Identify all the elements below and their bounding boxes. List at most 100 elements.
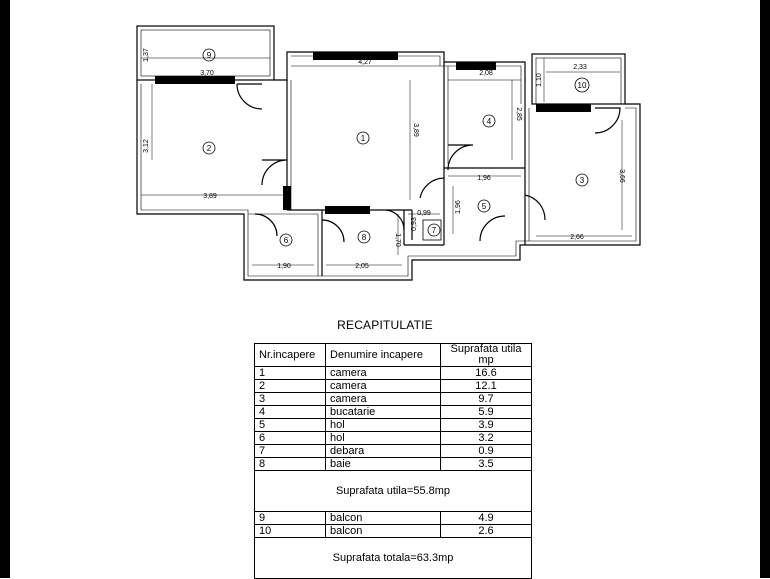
room-number-5: 5 <box>482 202 487 211</box>
row-name: camera <box>325 379 441 393</box>
row-nr: 3 <box>254 392 326 406</box>
room-number-8: 8 <box>362 233 367 242</box>
row-nr: 6 <box>254 431 326 445</box>
door-baie <box>321 219 345 243</box>
room-number-1: 1 <box>361 134 366 143</box>
dim-hol5-depth: 1,96 <box>455 200 462 214</box>
window-baie <box>325 206 370 214</box>
row-nr: 5 <box>254 418 326 432</box>
dim-room3-depth: 3,66 <box>618 169 625 183</box>
row-name: balcon <box>325 511 441 525</box>
row-nr: 2 <box>254 379 326 393</box>
room-number-4: 4 <box>487 117 492 126</box>
row-name: bucatarie <box>325 405 441 419</box>
dim-baie-width: 2,05 <box>355 263 369 270</box>
room-number-7: 7 <box>432 226 437 235</box>
row-area: 9.7 <box>440 392 532 406</box>
room-number-10: 10 <box>578 81 587 90</box>
recap-table: Nr.incapere Denumire incapere Suprafata … <box>254 343 532 579</box>
row-name: balcon <box>325 524 441 538</box>
row-name: hol <box>325 418 441 432</box>
dim-debara-width: 0,99 <box>417 210 431 217</box>
recap-title: RECAPITULATIE <box>337 318 433 332</box>
dim-room2-depth: 3,12 <box>143 139 150 153</box>
row-area: 3.5 <box>440 457 532 471</box>
row-area: 3.9 <box>440 418 532 432</box>
row-nr: 10 <box>254 524 326 538</box>
room-number-2: 2 <box>207 144 212 153</box>
door-room3 <box>524 194 546 221</box>
dim-balcony9-depth: 1,37 <box>143 48 150 62</box>
dim-room2-width: 3,89 <box>203 193 217 200</box>
dim-room3-width: 2,66 <box>570 234 584 241</box>
door-frame <box>283 186 291 210</box>
subtotal-cell: Suprafata utila=55.8mp <box>254 470 532 512</box>
row-area: 3.2 <box>440 431 532 445</box>
floor-plan: 1 2 3 4 5 6 7 8 9 10 4,27 3,89 3,12 3,89… <box>136 25 641 281</box>
row-nr: 1 <box>254 366 326 380</box>
row-name: camera <box>325 392 441 406</box>
dim-room1-width: 4,27 <box>358 59 372 66</box>
dim-hol6-width: 1,90 <box>277 263 291 270</box>
row-name: baie <box>325 457 441 471</box>
door-room1 <box>261 159 288 186</box>
window-room1 <box>313 52 398 60</box>
row-area: 5.9 <box>440 405 532 419</box>
header-nr: Nr.incapere <box>254 343 326 367</box>
row-area: 12.1 <box>440 379 532 393</box>
dim-room1-depth: 3,89 <box>412 123 419 137</box>
dim-balcony10-width: 2,33 <box>573 64 587 71</box>
row-area: 16.6 <box>440 366 532 380</box>
window-room4 <box>456 62 496 70</box>
row-name: hol <box>325 431 441 445</box>
dim-balcony10-depth: 1,10 <box>536 73 543 87</box>
total-cell: Suprafata totala=63.3mp <box>254 537 532 579</box>
room-number-6: 6 <box>284 236 289 245</box>
row-area: 2.6 <box>440 524 532 538</box>
top-wall <box>274 51 526 104</box>
table-header-row: Nr.incapere Denumire incapere Suprafata … <box>254 343 532 367</box>
window-room2 <box>155 76 235 84</box>
dim-room4-depth: 2,85 <box>515 107 522 121</box>
door-hol6 <box>254 213 278 237</box>
room-number-9: 9 <box>207 51 212 60</box>
row-area: 4.9 <box>440 511 532 525</box>
dim-balcony9-width: 3,70 <box>200 70 214 77</box>
row-name: camera <box>325 366 441 380</box>
row-nr: 8 <box>254 457 326 471</box>
door-balcony10 <box>594 107 621 134</box>
header-name: Denumire incapere <box>325 343 441 367</box>
row-name: debara <box>325 444 441 458</box>
door-debara <box>385 209 405 231</box>
door-room4 <box>447 144 474 171</box>
subtotal-row: Suprafata utila=55.8mp <box>254 470 532 512</box>
row-area: 0.9 <box>440 444 532 458</box>
outer-wall <box>136 80 641 281</box>
room-number-3: 3 <box>580 176 585 185</box>
row-nr: 4 <box>254 405 326 419</box>
header-area: Suprafata utila mp <box>440 343 532 367</box>
dim-room4-width: 2,08 <box>479 70 493 77</box>
row-nr: 9 <box>254 511 326 525</box>
row-nr: 7 <box>254 444 326 458</box>
door-room2 <box>236 83 263 110</box>
left-frame-border <box>0 0 10 578</box>
dim-baie-depth: 1,70 <box>394 233 401 247</box>
window-room3 <box>536 104 591 112</box>
dim-hol5-width: 1,96 <box>477 175 491 182</box>
dim-debara-depth: 0,93 <box>411 217 418 231</box>
right-frame-border <box>760 0 770 578</box>
door-entrance <box>479 215 506 242</box>
door-hol5 <box>419 177 445 199</box>
total-row: Suprafata totala=63.3mp <box>254 537 532 579</box>
